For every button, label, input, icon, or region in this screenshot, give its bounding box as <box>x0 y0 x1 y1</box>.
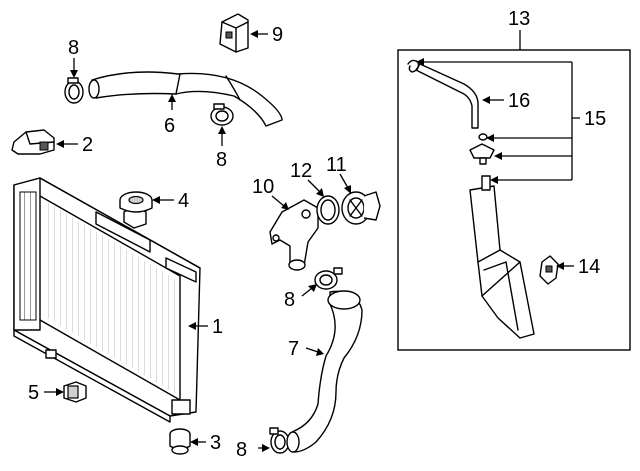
callout-10: 10 <box>252 176 274 198</box>
hose-clamp-c <box>314 267 343 290</box>
reservoir-bracket <box>539 255 559 285</box>
thermostat-gasket <box>316 195 340 225</box>
callout-3: 3 <box>210 432 221 454</box>
cap-o-ring <box>478 133 488 141</box>
water-inlet <box>269 199 319 271</box>
drain-cock <box>63 381 87 403</box>
callout-5: 5 <box>28 382 39 404</box>
callout-8-mid: 8 <box>216 149 227 171</box>
callout-12: 12 <box>290 160 312 182</box>
hose-clamp-a <box>64 77 84 104</box>
hose-clamp-b <box>210 103 234 126</box>
callout-6: 6 <box>164 115 175 137</box>
callout-15: 15 <box>584 108 606 130</box>
callout-8-top: 8 <box>68 37 79 59</box>
bracket-upper <box>11 129 55 155</box>
callout-8-lower: 8 <box>284 289 295 311</box>
callout-1: 1 <box>212 316 223 338</box>
leader-lines <box>44 30 580 452</box>
reservoir-inlet-pipe <box>481 175 491 191</box>
reservoir-group-box <box>397 49 631 351</box>
callout-11: 11 <box>326 154 347 176</box>
radiator-cap <box>119 191 153 213</box>
mount-cushion <box>169 428 191 455</box>
radiator <box>13 177 201 423</box>
callout-7: 7 <box>288 338 299 360</box>
hose-clamp-d <box>269 427 290 454</box>
reservoir-cap <box>469 143 495 165</box>
thermostat <box>341 191 381 225</box>
callout-4: 4 <box>178 190 189 212</box>
upper-hose <box>88 71 283 127</box>
callout-13: 13 <box>508 8 530 30</box>
reservoir-tank <box>469 185 535 339</box>
overflow-hose <box>415 63 479 129</box>
callout-16: 16 <box>508 90 530 112</box>
hose-bracket <box>219 13 249 53</box>
lower-hose <box>286 290 363 453</box>
callout-2: 2 <box>82 134 93 156</box>
hose-clip <box>407 59 420 73</box>
callout-14: 14 <box>578 256 600 278</box>
callout-9: 9 <box>272 24 283 46</box>
callout-8-bottom: 8 <box>236 439 247 461</box>
